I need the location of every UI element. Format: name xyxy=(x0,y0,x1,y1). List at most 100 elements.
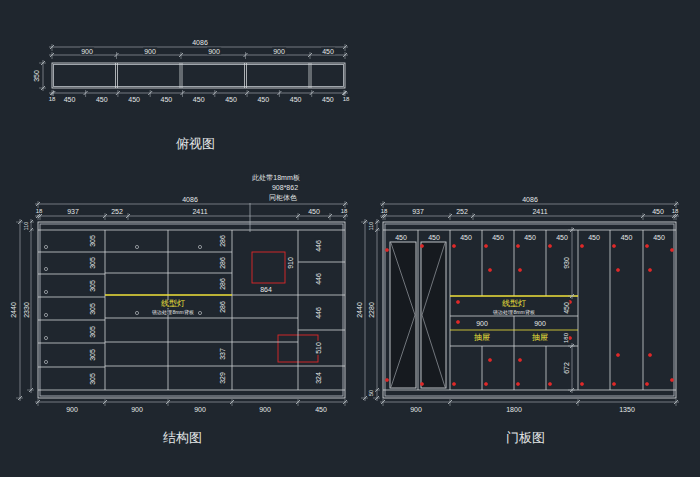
drawing-line xyxy=(181,52,182,59)
drawing-line xyxy=(232,342,298,343)
drawing-line xyxy=(38,390,345,391)
drawing-line xyxy=(128,213,129,220)
dimension-text: 446 xyxy=(315,272,322,286)
shelf-pin xyxy=(135,311,138,314)
hinge-mark xyxy=(452,382,455,385)
drawing-line xyxy=(105,273,232,274)
drawing-line xyxy=(361,222,368,223)
drawing-line xyxy=(39,88,46,89)
hinge-mark xyxy=(488,268,491,271)
drawing-line xyxy=(391,243,415,315)
dimension-text: 18 xyxy=(671,208,680,214)
dimension-text: 4086 xyxy=(181,196,199,203)
shelf-pin xyxy=(198,245,201,248)
drawing-line xyxy=(572,343,573,393)
dimension-text: 305 xyxy=(89,256,96,270)
shelf-pin xyxy=(135,245,138,248)
dimension-text: 2411 xyxy=(191,208,208,215)
hinge-mark xyxy=(516,382,519,385)
outline-rect xyxy=(52,63,345,88)
shelf-pin xyxy=(198,311,201,314)
drawing-line xyxy=(105,294,232,296)
outline-rect xyxy=(385,224,674,396)
dimension-text: 900 xyxy=(475,320,489,327)
drawing-line xyxy=(345,213,346,220)
dimension-text: 450 xyxy=(314,406,328,413)
drawing-line xyxy=(298,295,345,296)
drawing-line xyxy=(298,213,299,220)
drawing-line xyxy=(578,399,579,406)
dimension-text: 252 xyxy=(455,208,469,215)
part-note: 镜边处理8mm背板 xyxy=(492,310,535,315)
drawing-line xyxy=(105,366,232,367)
dimension-text: 450 xyxy=(256,96,270,103)
drawing-line xyxy=(514,316,515,346)
drawing-line xyxy=(578,230,579,390)
dimension-text: 350 xyxy=(33,69,40,83)
hinge-mark xyxy=(484,244,487,247)
drawing-line xyxy=(385,213,386,220)
outline-rect xyxy=(252,252,285,283)
hinge-mark xyxy=(548,244,551,247)
hinge-mark xyxy=(670,248,673,251)
dimension-text: 450 xyxy=(160,96,174,103)
hinge-mark xyxy=(580,244,583,247)
drawing-line xyxy=(35,402,348,403)
dimension-text: 18 xyxy=(35,208,44,214)
dimension-text: 900 xyxy=(533,320,547,327)
dimension-text: 450 xyxy=(620,234,634,241)
drawing-line xyxy=(473,213,474,220)
drawing-line xyxy=(309,63,310,88)
dimension-text: 910 xyxy=(287,256,294,270)
line-group xyxy=(16,44,679,406)
drawing-line xyxy=(38,230,345,231)
hinge-mark xyxy=(645,382,648,385)
dimension-text: 2411 xyxy=(531,208,548,215)
drawing-line xyxy=(450,213,451,220)
drawing-line xyxy=(38,297,105,298)
hinge-mark xyxy=(580,382,583,385)
drawing-line xyxy=(232,318,298,319)
dimension-text: 329 xyxy=(219,371,226,385)
dimension-text: 450 xyxy=(651,208,665,215)
drawing-line xyxy=(450,230,451,390)
drawing-line xyxy=(16,398,23,399)
dimension-text: 252 xyxy=(110,208,124,215)
dimension-text: 1800 xyxy=(505,406,523,413)
drawing-line xyxy=(38,399,39,406)
drawing-line xyxy=(361,398,368,399)
drawing-line xyxy=(345,201,346,208)
dimension-text: 450 xyxy=(63,96,77,103)
drawing-line xyxy=(38,367,105,368)
drawing-line xyxy=(643,230,644,390)
dimension-text: 2440 xyxy=(10,301,17,319)
dimension-text: 900 xyxy=(143,47,157,54)
drawing-line xyxy=(38,343,105,344)
drawing-line xyxy=(232,399,233,406)
outline-rect xyxy=(38,222,345,398)
outline-rect xyxy=(40,224,343,396)
drawing-line xyxy=(105,213,106,220)
dimension-text: 450 xyxy=(427,234,441,241)
hinge-mark xyxy=(456,320,459,323)
hinge-mark xyxy=(420,244,423,247)
drawing-line xyxy=(482,346,483,390)
outline-rect xyxy=(421,242,446,388)
dimension-text: 937 xyxy=(411,208,425,215)
drawing-line xyxy=(676,399,677,406)
callout-note: 同柜体色 xyxy=(268,194,298,201)
drawing-line xyxy=(365,219,366,401)
dimension-text: 450 xyxy=(95,96,109,103)
drawing-line xyxy=(180,63,181,88)
drawing-line xyxy=(16,222,23,223)
dimension-text: 672 xyxy=(563,361,570,375)
drawing-line xyxy=(330,213,331,220)
drawing-line xyxy=(383,399,384,406)
dimension-text: 337 xyxy=(219,347,226,361)
hinge-mark xyxy=(518,268,521,271)
drawing-line xyxy=(214,90,215,97)
drawing-line xyxy=(298,399,299,406)
drawing-line xyxy=(31,219,32,393)
drawing-line xyxy=(311,90,312,97)
outline-rect xyxy=(54,65,344,87)
